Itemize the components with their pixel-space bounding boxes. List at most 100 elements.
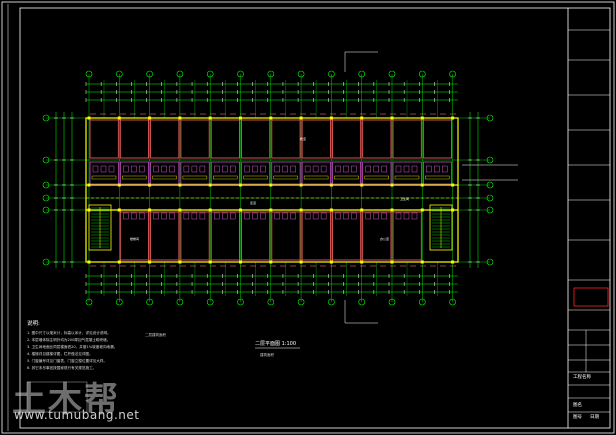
column: [269, 183, 273, 187]
washroom-north: [241, 161, 271, 185]
note-line: 5. 门窗编号详见门窗表，门窗立樘位置详见大样。: [27, 358, 107, 363]
axis-bubble-top: [116, 70, 123, 78]
column: [87, 183, 91, 187]
fixture: [131, 165, 137, 173]
fixture: [365, 212, 371, 220]
title-block-drawing-label: 图名: [573, 401, 582, 408]
column: [208, 116, 212, 120]
notes-table: [26, 381, 88, 413]
fixture: [365, 165, 371, 173]
fixture: [290, 165, 296, 173]
column: [299, 208, 303, 212]
axis-bubble-bottom: [267, 298, 275, 306]
room-south: [301, 211, 331, 261]
room-south: [241, 211, 271, 261]
column: [451, 116, 455, 120]
column: [148, 260, 152, 264]
stair-right: [429, 204, 453, 251]
fixture: [221, 165, 228, 173]
column: [329, 116, 333, 120]
note-line: 4. 楼梯详见楼梯详图，栏杆做法见详图。: [27, 351, 93, 356]
room-north: [150, 119, 180, 159]
column: [420, 183, 424, 187]
fixture: [229, 212, 236, 220]
column: [299, 183, 303, 187]
axis-bubble-left: [42, 156, 50, 164]
axis-bubble-top: [449, 70, 456, 78]
column: [178, 116, 182, 120]
watermark-url: www.tumubang.net: [14, 408, 140, 422]
column: [420, 116, 424, 120]
room-south: [210, 211, 240, 261]
note-line: 2. 本层墙体除注明外均为200厚加气混凝土砌块墙。: [27, 337, 110, 342]
column: [117, 116, 121, 120]
fixture: [312, 212, 319, 220]
room-north: [392, 119, 422, 159]
room-north: [210, 119, 240, 159]
column: [451, 183, 455, 187]
fixture: [403, 165, 410, 173]
fixture: [442, 165, 448, 173]
room-north: [422, 119, 452, 159]
fixture: [183, 212, 190, 220]
axis-bubble-right: [486, 194, 494, 202]
washroom-north: [271, 161, 301, 185]
fixture: [343, 212, 349, 220]
fixture: [290, 212, 296, 220]
axis-bubble-top: [328, 70, 335, 78]
counter: [182, 175, 208, 180]
fixture: [169, 212, 175, 220]
fixture: [252, 212, 258, 220]
counter: [212, 175, 238, 180]
axis-bubble-top: [206, 70, 214, 78]
axis-bubble-bottom: [418, 298, 426, 306]
column: [117, 260, 121, 264]
fixture: [161, 212, 167, 220]
fixture: [426, 165, 432, 173]
fixture: [351, 165, 357, 173]
room-layer: [89, 119, 452, 261]
wall-layer: [85, 116, 459, 264]
fixture: [282, 212, 288, 220]
room-south: [119, 211, 150, 261]
fixture: [191, 212, 198, 220]
counter: [334, 175, 359, 180]
room-north: [301, 119, 331, 159]
fixture: [282, 165, 288, 173]
fixture: [199, 165, 206, 173]
fixture: [395, 212, 402, 220]
axis-bubble-left: [42, 206, 50, 214]
column: [239, 260, 242, 264]
room-tag: 卫生间: [400, 196, 409, 201]
fixture: [199, 212, 206, 220]
column: [239, 116, 242, 120]
fixture: [153, 212, 159, 220]
axis-bubble-right: [486, 258, 494, 266]
inner-frame: [19, 7, 611, 429]
room-north: [119, 119, 150, 159]
column: [390, 208, 394, 212]
column: [178, 183, 182, 187]
stair-left: [88, 204, 112, 251]
room-south: [392, 211, 422, 261]
room-south: [271, 211, 301, 261]
fixture: [381, 212, 387, 220]
fixture: [108, 165, 115, 173]
axis-bubble-top: [267, 70, 275, 78]
column: [360, 208, 364, 212]
counter: [394, 175, 420, 180]
counter: [91, 175, 117, 180]
fixture: [335, 212, 341, 220]
column: [269, 208, 273, 212]
axis-bubble-bottom: [146, 298, 153, 306]
dimension-layer: [54, 82, 480, 294]
column: [208, 208, 212, 212]
column: [451, 208, 455, 212]
axis-bubble-right: [486, 114, 494, 122]
column: [269, 116, 273, 120]
washroom-north: [392, 161, 422, 185]
column: [269, 260, 273, 264]
axis-bubble-top: [388, 70, 396, 78]
fixture: [351, 212, 357, 220]
